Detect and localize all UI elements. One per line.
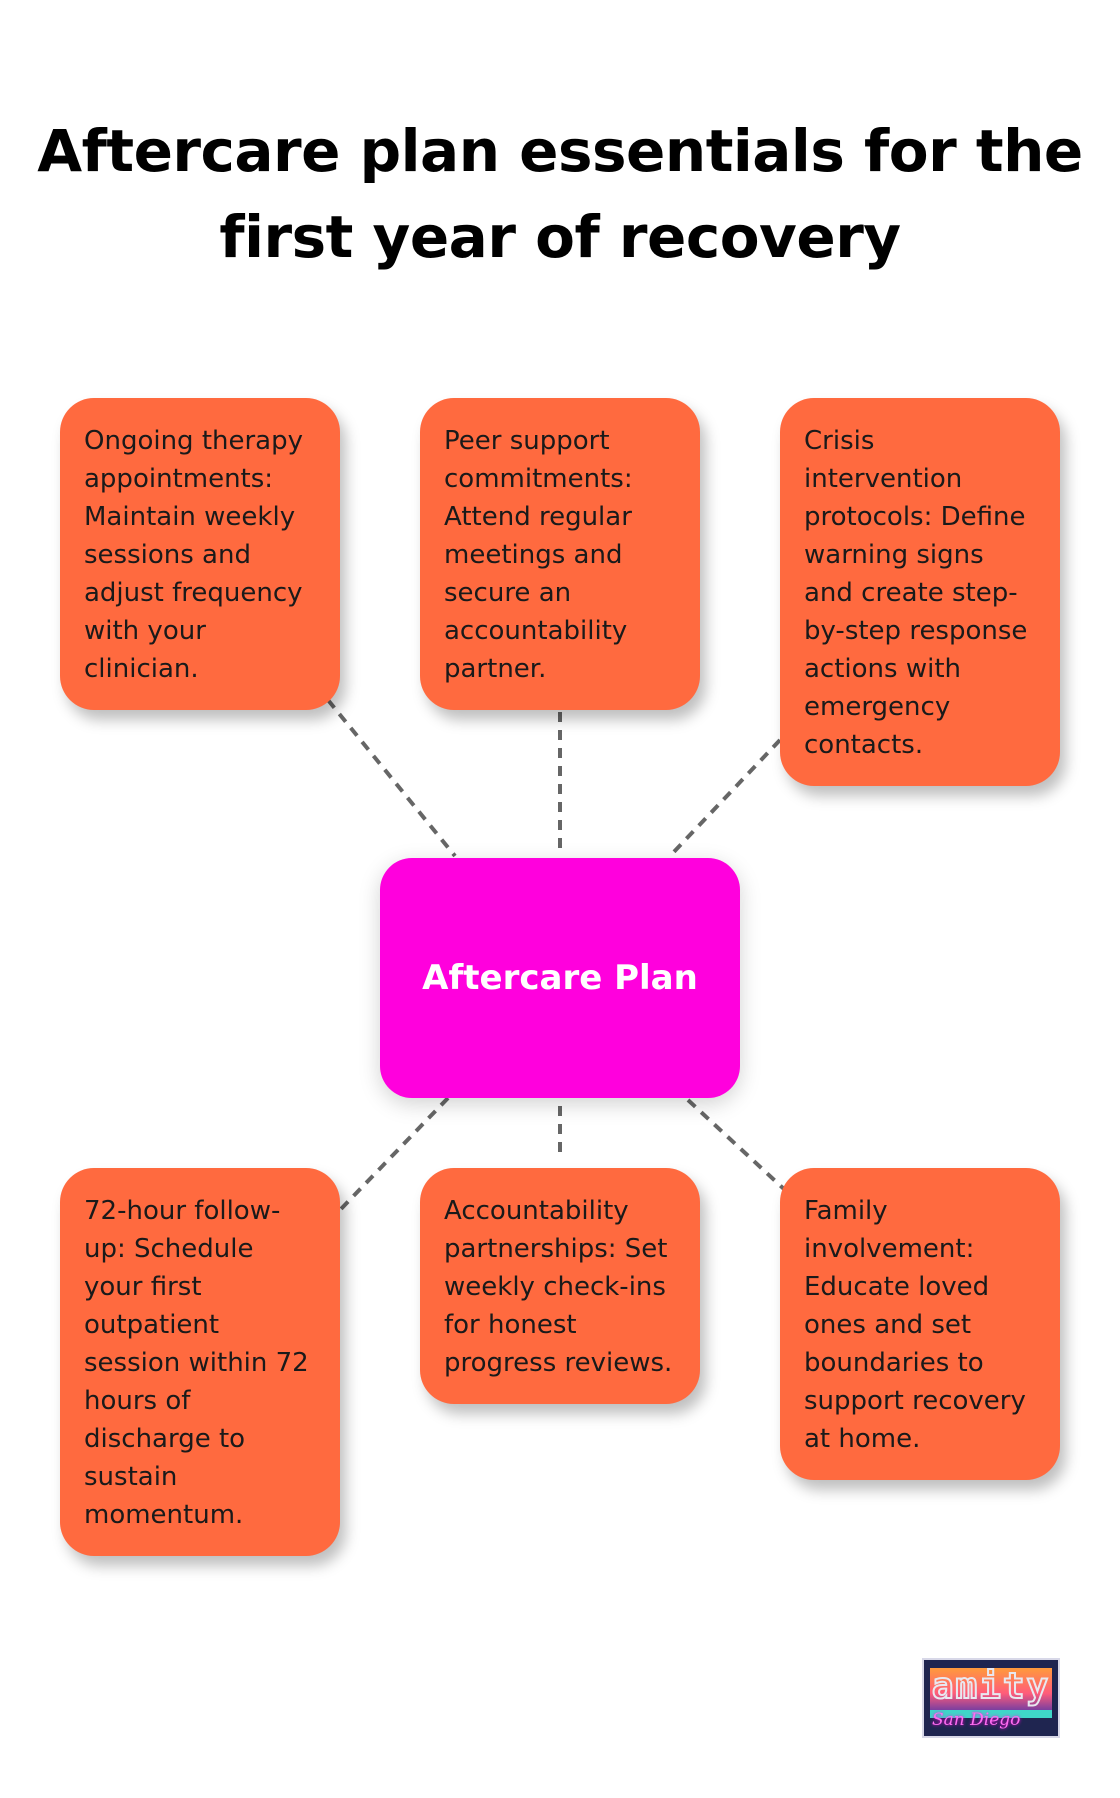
node-72-hour-follow-up: 72-hour follow-up: Schedule your first o…: [60, 1168, 340, 1556]
node-text: 72-hour follow-up: Schedule your first o…: [84, 1196, 309, 1530]
logo-sunset-art: [930, 1668, 1052, 1710]
connector-bottom-right: [686, 1098, 787, 1192]
center-label: Aftercare Plan: [422, 958, 698, 998]
logo-script: San Diego: [932, 1710, 1021, 1730]
page-title: Aftercare plan essentials for the first …: [37, 117, 1083, 271]
node-text: Family involvement: Educate loved ones a…: [804, 1196, 1026, 1454]
connector-top-left: [326, 698, 457, 858]
node-family-involvement: Family involvement: Educate loved ones a…: [780, 1168, 1060, 1480]
brand-logo: amity San Diego: [922, 1658, 1060, 1738]
node-accountability-partnerships: Accountability partnerships: Set weekly …: [420, 1168, 700, 1404]
node-text: Peer support commitments: Attend regular…: [444, 426, 633, 684]
node-peer-support: Peer support commitments: Attend regular…: [420, 398, 700, 710]
logo-sea-art: [930, 1710, 1052, 1718]
node-ongoing-therapy: Ongoing therapy appointments: Maintain w…: [60, 398, 340, 710]
center-node: Aftercare Plan: [380, 858, 740, 1098]
logo-wordmark: amity: [931, 1665, 1051, 1708]
connector-bottom-left: [338, 1096, 450, 1212]
node-text: Crisis intervention protocols: Define wa…: [804, 426, 1028, 760]
node-text: Accountability partnerships: Set weekly …: [444, 1196, 673, 1378]
node-text: Ongoing therapy appointments: Maintain w…: [84, 426, 304, 684]
node-crisis-intervention: Crisis intervention protocols: Define wa…: [780, 398, 1060, 786]
connector-top-right: [668, 738, 782, 858]
